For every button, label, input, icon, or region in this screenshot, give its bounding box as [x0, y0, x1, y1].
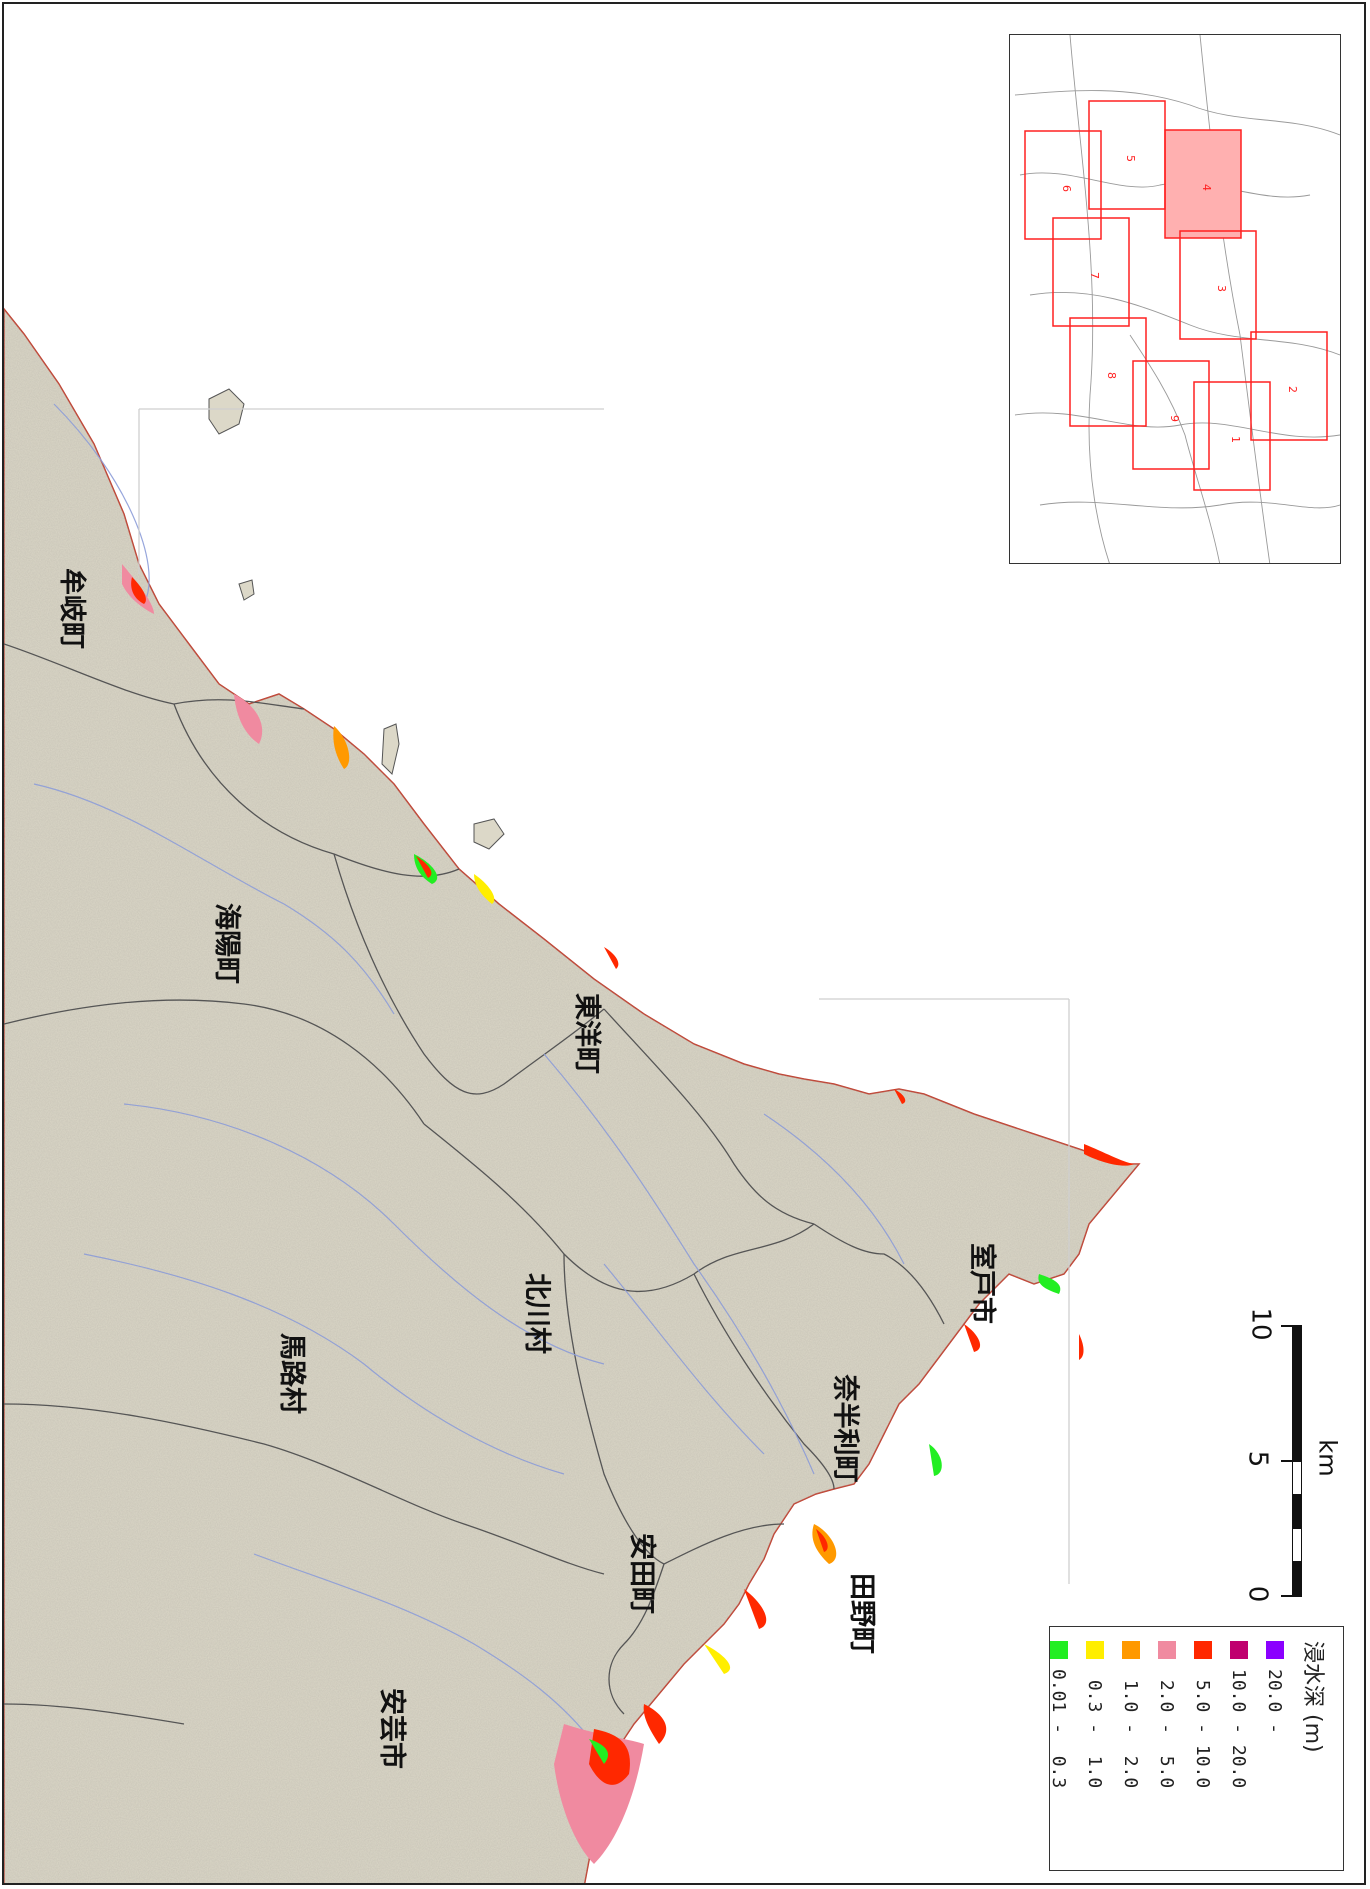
label-yasuda-cho: 安田町: [626, 1533, 657, 1614]
legend-item: 0.01 - 0.3: [1041, 1641, 1077, 1858]
label-nahari-cho: 奈半利町: [829, 1374, 861, 1483]
legend-item: 10.0 - 20.0: [1221, 1641, 1257, 1858]
overview-sheet-1[interactable]: [1193, 381, 1271, 491]
legend-range: 0.3 - 1.0: [1084, 1669, 1106, 1789]
legend-range: 1.0 - 2.0: [1120, 1669, 1142, 1789]
label-umaji-mura: 馬路村: [276, 1333, 307, 1414]
label-aki-shi: 安芸市: [376, 1688, 407, 1769]
island: [381, 723, 400, 775]
legend-item: 0.3 - 1.0: [1077, 1641, 1113, 1858]
scale-bar: [1259, 1314, 1329, 1614]
overview-sheet-numbers: 1 2 3 4 5 6 7 8 9: [1060, 155, 1299, 443]
overview-sheet-5[interactable]: [1088, 100, 1166, 210]
inundation-map[interactable]: [4, 4, 1366, 1885]
legend-swatch: [1230, 1641, 1248, 1659]
label-tano-cho: 田野町: [846, 1573, 877, 1654]
legend-range: 20.0 -: [1264, 1669, 1286, 1789]
municipal-boundaries: [4, 643, 945, 1725]
sheet-grid-lines: [138, 408, 1070, 1584]
overview-sheet-number: 3: [1215, 285, 1228, 292]
overview-sheet-2[interactable]: [1250, 331, 1328, 441]
overview-sheet-6[interactable]: [1024, 130, 1102, 240]
scale-bar-graphic: [1281, 1325, 1302, 1597]
legend-range: 10.0 - 20.0: [1228, 1669, 1250, 1789]
legend-swatch: [1158, 1641, 1176, 1659]
overview-sheet-number: 2: [1286, 386, 1299, 393]
overview-sheet-4-highlight: [1164, 129, 1242, 239]
label-kitagawa-mura: 北川村: [521, 1273, 552, 1354]
overview-sheet-number: 6: [1060, 185, 1073, 192]
overview-sheet-number: 4: [1200, 184, 1213, 191]
label-toyo-cho: 東洋町: [571, 993, 602, 1074]
scale-tick-10: 10: [1245, 1307, 1276, 1341]
scale-tick-0: 0: [1242, 1585, 1273, 1603]
legend-swatch: [1086, 1641, 1104, 1659]
overview-sheet-number: 8: [1105, 372, 1118, 379]
overview-sheet-3[interactable]: [1179, 230, 1257, 340]
island: [238, 579, 255, 601]
overview-sheet-number: 1: [1229, 436, 1242, 443]
overview-sheet-8[interactable]: [1069, 317, 1147, 427]
scale-unit: km: [1313, 1439, 1342, 1477]
scale-tick-5: 5: [1242, 1450, 1273, 1468]
legend-range: 2.0 - 5.0: [1156, 1669, 1178, 1789]
island: [208, 388, 245, 435]
legend-item: 5.0 - 10.0: [1185, 1641, 1221, 1858]
legend-item: 1.0 - 2.0: [1113, 1641, 1149, 1858]
legend-range: 5.0 - 10.0: [1192, 1669, 1214, 1789]
legend-item: 20.0 -: [1257, 1641, 1293, 1858]
legend: 浸水深 (m) 20.0 - 10.0 - 20.0 5.0 - 10.0 2.…: [1049, 1626, 1344, 1871]
overview-sheet-number: 7: [1088, 272, 1101, 279]
coastal-inundation: [122, 564, 1134, 1864]
label-muroto-shi: 室戸市: [966, 1243, 997, 1324]
overview-inset: 1 2 3 4 5 6 7 8 9: [1009, 34, 1341, 564]
rivers: [33, 403, 905, 1745]
legend-range: 0.01 - 0.3: [1048, 1669, 1070, 1789]
legend-swatch: [1266, 1641, 1284, 1659]
legend-swatch: [1194, 1641, 1212, 1659]
overview-sheet-9[interactable]: [1132, 360, 1210, 470]
legend-swatch: [1050, 1641, 1068, 1659]
overview-sheet-number: 9: [1168, 415, 1181, 422]
overview-basemap: [1014, 35, 1340, 563]
label-kaiyo-cho: 海陽町: [211, 903, 242, 984]
overview-sheet-frames[interactable]: [1024, 100, 1328, 491]
overview-sheet-number: 5: [1124, 155, 1137, 162]
legend-title: 浸水深 (m): [1300, 1641, 1325, 1753]
label-mugi-cho: 牟岐町: [56, 568, 87, 649]
island: [473, 818, 505, 850]
legend-swatch: [1122, 1641, 1140, 1659]
overview-sheet-7[interactable]: [1052, 217, 1130, 327]
legend-item: 2.0 - 5.0: [1149, 1641, 1185, 1858]
